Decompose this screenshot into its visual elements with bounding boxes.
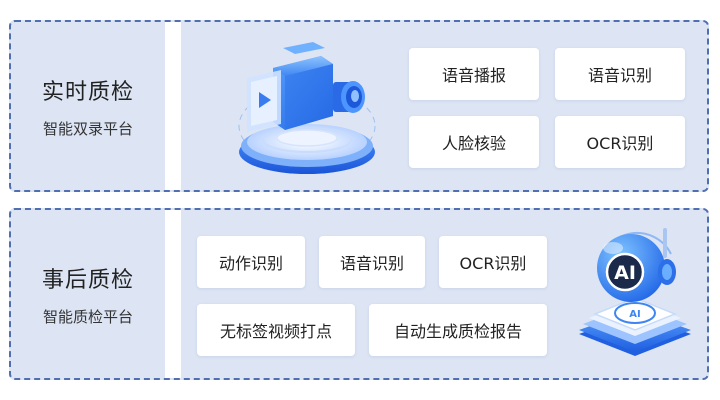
realtime-title: 实时质检 [41,79,134,105]
video-camera-icon [238,42,376,174]
realtime-divider [165,22,181,190]
chip-speech-recognition-2: 语音识别 [319,236,425,288]
chip-voice-broadcast: 语音播报 [409,48,539,100]
realtime-subtitle: 智能双录平台 [42,119,133,138]
chip-unlabeled-video-marking: 无标签视频打点 [197,304,355,356]
chip-speech-recognition: 语音识别 [555,48,685,100]
realtime-content: 语音播报 语音识别 人脸核验 OCR识别 [181,22,707,190]
svg-text:AI: AI [629,309,640,320]
chip-ocr-recognition: OCR识别 [555,116,685,168]
post-subtitle: 智能质检平台 [42,307,133,326]
post-content: 动作识别 语音识别 OCR识别 无标签视频打点 自动生成质检报告 [181,210,707,378]
chip-auto-report: 自动生成质检报告 [369,304,547,356]
chip-ocr-recognition-2: OCR识别 [439,236,547,288]
realtime-label-column: 实时质检 智能双录平台 [11,22,165,190]
ai-robot-icon: AI AI [579,228,691,356]
chip-face-verification: 人脸核验 [409,116,539,168]
realtime-qc-panel: 实时质检 智能双录平台 [9,20,709,192]
post-label-column: 事后质检 智能质检平台 [11,210,165,378]
post-qc-panel: 事后质检 智能质检平台 动作识别 语音识别 OCR识别 无标签视频打点 自动生成… [9,208,709,380]
svg-text:AI: AI [614,262,636,284]
post-title: 事后质检 [41,267,134,293]
chip-action-recognition: 动作识别 [197,236,305,288]
post-divider [165,210,181,378]
